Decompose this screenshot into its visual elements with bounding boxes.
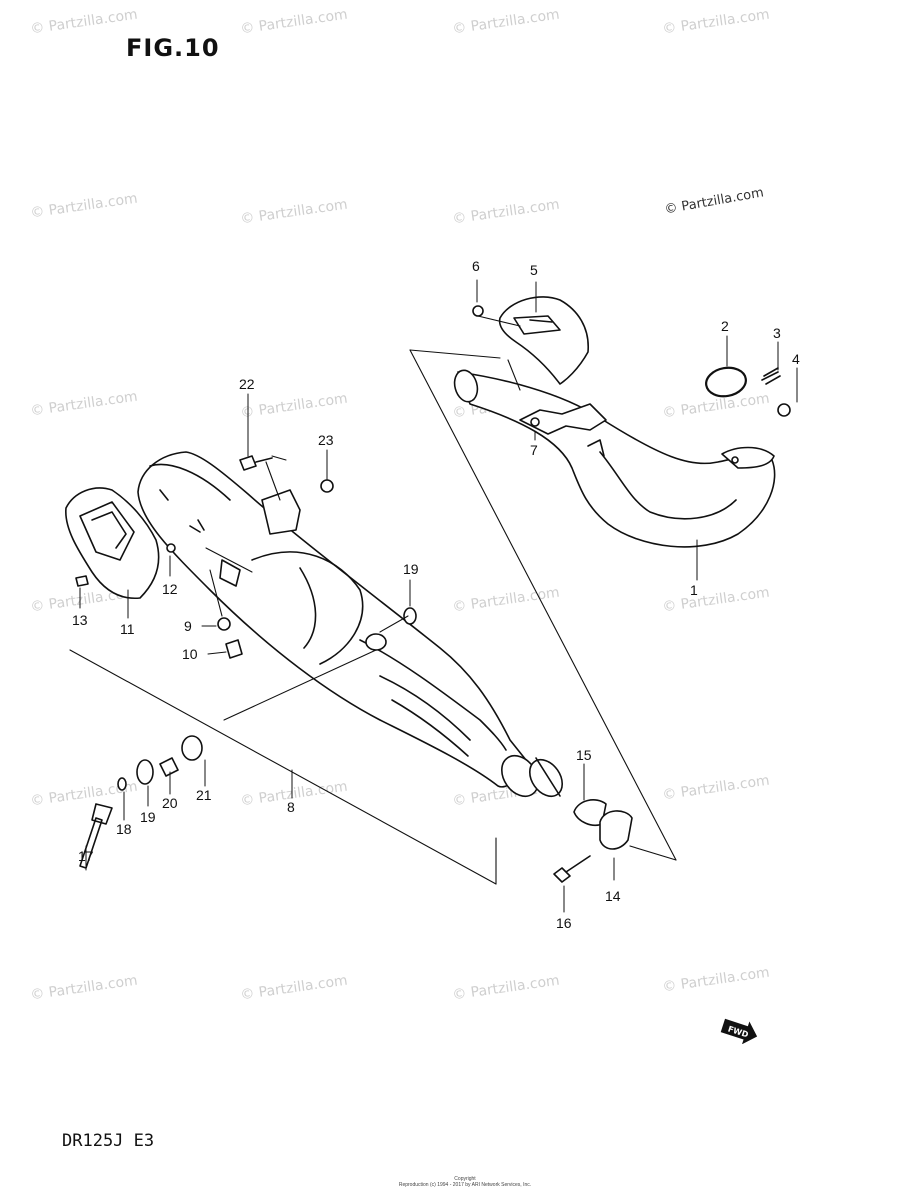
callout-1: 1 — [690, 582, 698, 598]
exhaust-pipe — [453, 369, 776, 548]
callout-11: 11 — [120, 621, 135, 637]
callout-9: 9 — [184, 618, 192, 634]
callout-22: 22 — [239, 376, 255, 392]
callout-14: 14 — [605, 888, 621, 904]
callout-12: 12 — [162, 581, 178, 597]
callout-13: 13 — [72, 612, 88, 628]
callout-20: 20 — [162, 795, 178, 811]
exhaust-pipe-heat-protector — [498, 296, 589, 385]
washer-19-lower — [136, 759, 154, 785]
bolt-22 — [239, 455, 273, 471]
callout-6: 6 — [472, 258, 480, 274]
callout-5: 5 — [530, 262, 538, 278]
bolt-10 — [225, 639, 243, 659]
protector-washer — [530, 417, 540, 427]
callout-17: 17 — [78, 848, 94, 864]
nut-23 — [320, 479, 334, 493]
callout-2: 2 — [721, 318, 729, 334]
screw-13 — [75, 575, 89, 587]
callout-8: 8 — [287, 799, 295, 815]
exhaust-pipe-nut — [777, 403, 791, 417]
callout-3: 3 — [773, 325, 781, 341]
figure-title: FIG.10 — [126, 34, 220, 62]
callout-7: 7 — [530, 442, 538, 458]
forward-arrow-icon: FWD — [720, 1018, 758, 1044]
exhaust-stud — [761, 367, 781, 385]
callout-10: 10 — [182, 646, 198, 662]
callout-15: 15 — [576, 747, 592, 763]
exhaust-gasket — [705, 366, 747, 398]
bolt-16 — [553, 855, 591, 883]
muffler-protector — [65, 487, 160, 599]
copyright-line-2: Reproduction (c) 1994 - 2017 by ARI Netw… — [398, 1182, 532, 1188]
callout-19-lower: 19 — [140, 809, 156, 825]
callout-21: 21 — [196, 787, 212, 803]
washer-12 — [166, 543, 176, 553]
washer-19-upper — [403, 607, 417, 625]
clamp-14 — [599, 810, 633, 850]
callout-19-upper: 19 — [403, 561, 419, 577]
copyright-footer: Copyright Reproduction (c) 1994 - 2017 b… — [395, 1176, 535, 1188]
gasket-15 — [573, 799, 607, 827]
callout-16: 16 — [556, 915, 572, 931]
callout-23: 23 — [318, 432, 334, 448]
cushion-21 — [181, 735, 203, 761]
protector-nut — [472, 305, 484, 317]
model-code: DR125J E3 — [62, 1131, 155, 1151]
muffler — [137, 451, 564, 798]
collar-20 — [159, 757, 179, 777]
washer-18 — [117, 777, 127, 791]
callout-18: 18 — [116, 821, 132, 837]
copyright-line-1: Copyright — [454, 1176, 476, 1182]
bolt-17 — [79, 803, 113, 869]
callout-4: 4 — [792, 351, 800, 367]
nut-9 — [217, 617, 231, 631]
